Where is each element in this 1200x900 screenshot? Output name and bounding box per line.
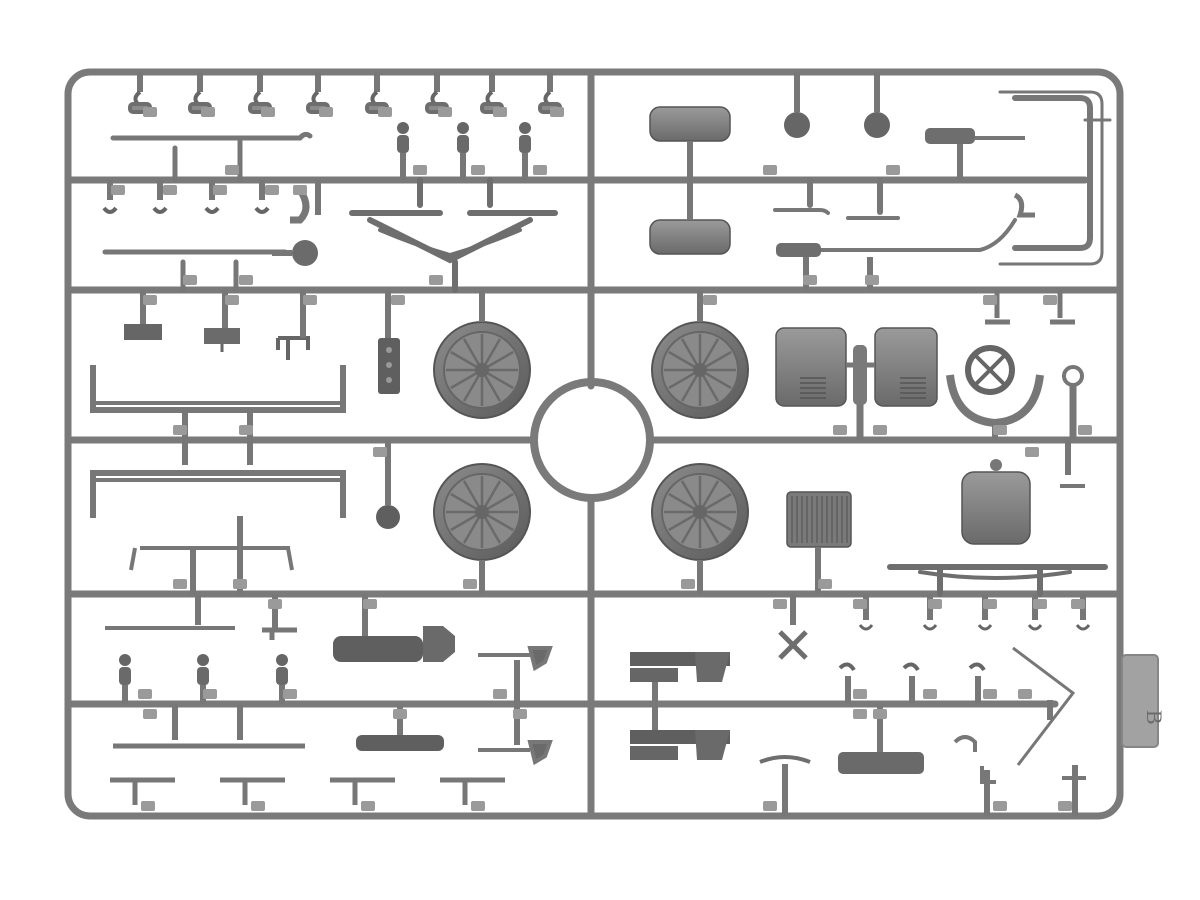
radiator-shell bbox=[961, 459, 1031, 545]
muffler-part bbox=[925, 128, 1025, 180]
gate-tabs bbox=[111, 107, 1092, 811]
small-brackets-bottom bbox=[110, 777, 505, 805]
seat-parts bbox=[630, 652, 730, 760]
lamp-parts-top bbox=[397, 122, 531, 180]
hook-parts-row bbox=[128, 72, 562, 114]
horn-part bbox=[376, 440, 400, 529]
bumper-brace bbox=[1012, 646, 1076, 766]
toolbox-part bbox=[759, 704, 1086, 816]
sprue-tab-label: B bbox=[1142, 710, 1167, 725]
exhaust-pipe-parts bbox=[998, 90, 1112, 266]
rods-bottom-left bbox=[105, 594, 305, 749]
hook-parts-row2 bbox=[102, 180, 270, 214]
small-brackets-right bbox=[697, 290, 1075, 325]
sprue-tab: B bbox=[1121, 654, 1167, 748]
running-board-upper bbox=[90, 365, 346, 465]
bulb-parts bbox=[784, 72, 890, 138]
cylinder-part bbox=[776, 243, 821, 257]
hook-parts-right bbox=[838, 594, 1091, 704]
steering-knuckle bbox=[292, 240, 318, 266]
hood-louvers bbox=[800, 377, 926, 399]
rear-axle bbox=[887, 564, 1108, 597]
linkage-rods-right bbox=[773, 177, 1017, 252]
x-bracket bbox=[778, 594, 808, 660]
rod-parts-upper-left bbox=[110, 131, 313, 183]
center-ring bbox=[530, 378, 654, 502]
front-axle-spring bbox=[349, 177, 558, 293]
hood-panels bbox=[775, 327, 938, 440]
wheel-parts bbox=[433, 290, 749, 594]
running-board-lower bbox=[90, 470, 346, 518]
shovel-parts bbox=[478, 646, 553, 766]
fuel-tank-parts bbox=[649, 106, 731, 255]
tool-tray bbox=[333, 594, 455, 751]
linkage-rod-left bbox=[102, 249, 288, 293]
sprue-frame bbox=[64, 68, 1124, 820]
crank-handle bbox=[1060, 365, 1085, 488]
engine-block-small bbox=[378, 290, 400, 394]
brake-linkage bbox=[129, 516, 294, 594]
